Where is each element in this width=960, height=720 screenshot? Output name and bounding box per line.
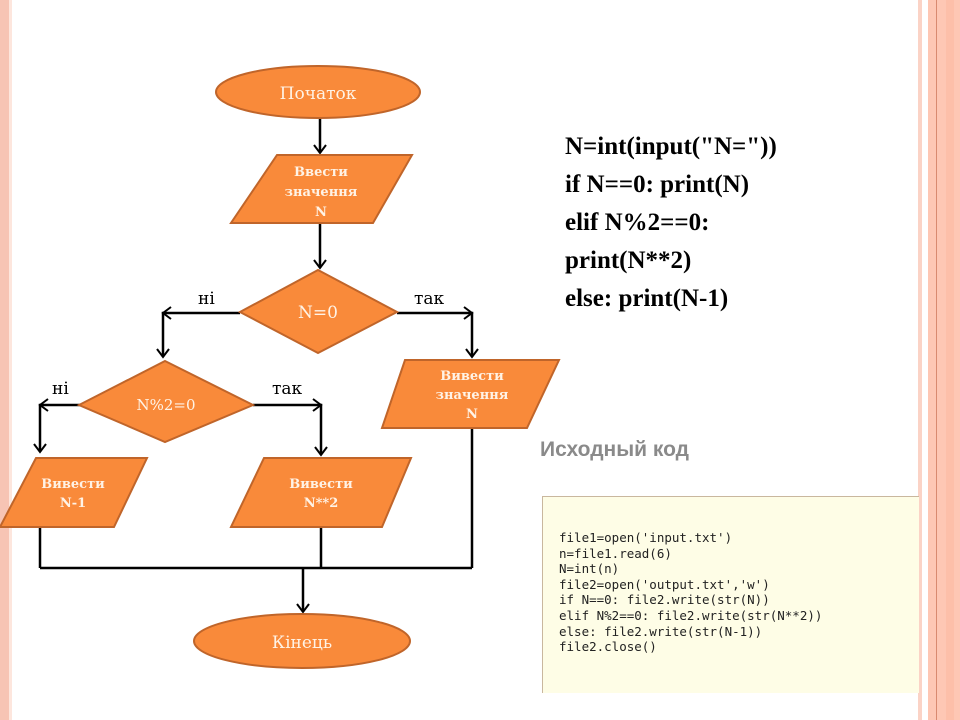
source-code-box: file1=open('input.txt')n=file1.read(6)N=… <box>542 496 919 693</box>
output-yes1-label-1: Вивести <box>440 369 504 384</box>
decision-n-equals-0: N=0 <box>237 268 400 355</box>
connectors <box>33 118 479 614</box>
output-yes1-label-3: N <box>466 407 478 422</box>
source-line: if N==0: file2.write(str(N)) <box>559 592 770 608</box>
output-n-minus-1: Вивести N-1 <box>0 457 149 528</box>
start-label: Початок <box>280 84 357 104</box>
code-line: N=int(input("N=")) <box>565 133 777 160</box>
output-n-squared: Вивести N**2 <box>229 457 413 528</box>
output-no2-label-2: N-1 <box>60 496 86 511</box>
source-line: elif N%2==0: file2.write(str(N**2)) <box>559 607 823 623</box>
slide-left-border <box>0 0 9 720</box>
source-line: N=int(n) <box>559 561 620 577</box>
slide-left-border-inner <box>9 0 12 720</box>
start-terminal: Початок <box>215 65 421 119</box>
output-yes1-label-2: значення <box>436 388 509 403</box>
output-no2-label-1: Вивести <box>41 477 105 492</box>
python-code: N=int(input("N=")) if N==0: print(N) eli… <box>565 128 777 318</box>
output-yes2-label-1: Вивести <box>289 477 353 492</box>
cond2-no-label: ні <box>52 379 69 399</box>
input-label-3: N <box>315 205 327 220</box>
cond1-label: N=0 <box>298 303 338 323</box>
input-label-2: значення <box>285 185 358 200</box>
source-line: file1=open('input.txt') <box>559 530 733 545</box>
source-code-title: Исходный код <box>540 438 690 461</box>
code-line: print(N**2) <box>565 247 692 274</box>
slide-right-stripe <box>946 0 954 720</box>
source-line: file2.close() <box>559 639 657 655</box>
input-parallelogram: Ввести значення N <box>229 154 414 224</box>
input-label-1: Ввести <box>294 165 348 180</box>
source-line: n=file1.read(6) <box>559 545 672 561</box>
slide-right-stripe <box>928 0 960 720</box>
decision-n-mod-2: N%2=0 <box>76 359 256 444</box>
cond2-label: N%2=0 <box>136 396 195 414</box>
cond2-yes-label: так <box>272 379 303 399</box>
output-value-n: Вивести значення N <box>380 359 561 429</box>
source-line: file2=open('output.txt','w') <box>559 576 770 592</box>
end-label: Кінець <box>272 633 332 653</box>
cond1-yes-label: так <box>414 289 445 309</box>
slide-right-stripe <box>918 0 922 720</box>
end-terminal: Кінець <box>193 613 411 669</box>
code-line: else: print(N-1) <box>565 285 729 312</box>
source-line: else: file2.write(str(N-1)) <box>559 623 763 639</box>
code-line: if N==0: print(N) <box>565 171 750 198</box>
cond1-no-label: ні <box>198 289 215 309</box>
output-yes2-label-2: N**2 <box>304 496 339 511</box>
slide-right-stripe <box>936 0 937 720</box>
code-line: elif N%2==0: <box>565 209 710 236</box>
